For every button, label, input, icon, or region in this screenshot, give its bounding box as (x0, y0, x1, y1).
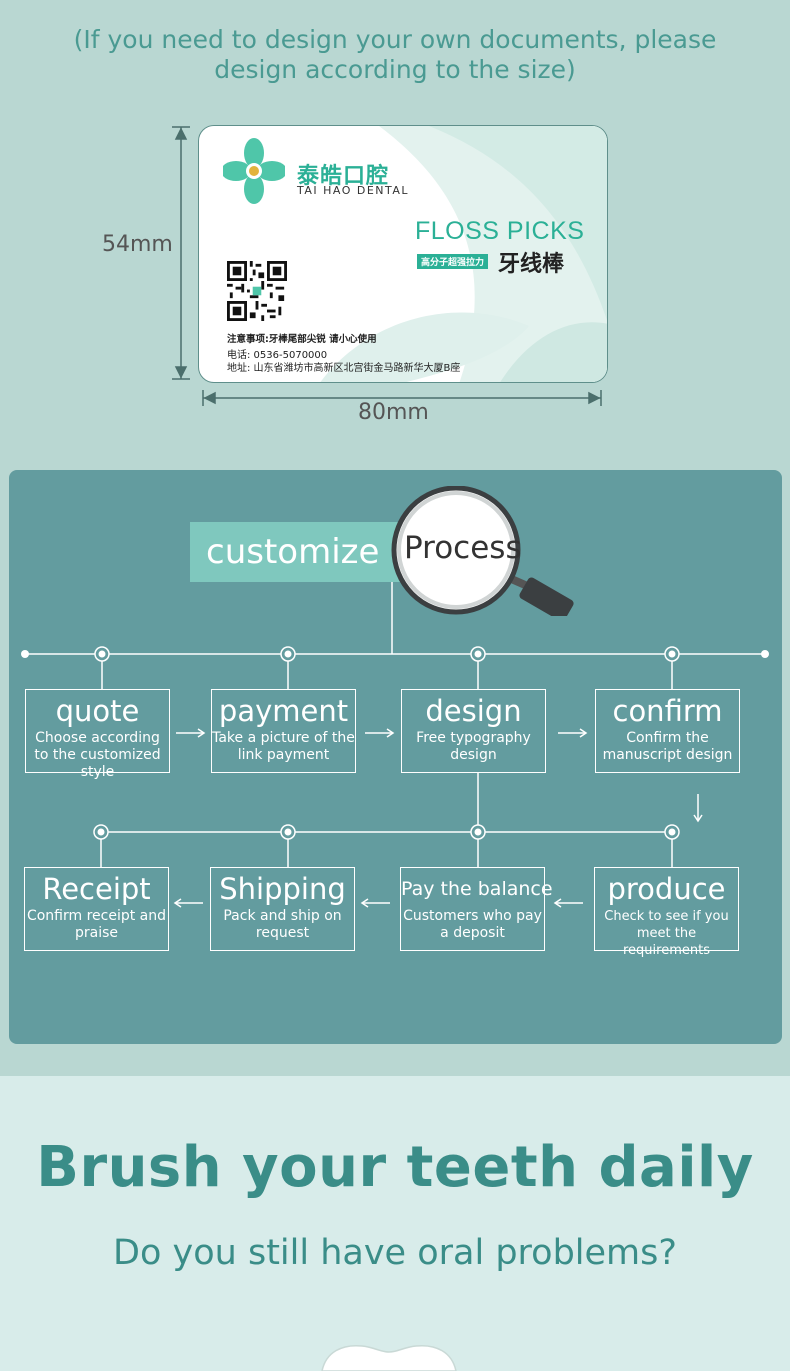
tooth-icon (321, 1344, 457, 1371)
card-size-section: (If you need to design your own document… (0, 0, 790, 470)
step-title: Receipt (42, 872, 151, 906)
dimension-lines (172, 126, 602, 406)
step-quote: quote Choose according to the customized… (25, 689, 170, 780)
size-note-line2: design according to the size) (214, 55, 576, 84)
oral-care-section (0, 1076, 790, 1371)
brand-name-en: TAI HAO DENTAL (297, 184, 410, 197)
step-description: Confirm the manuscript design (602, 730, 733, 763)
step-title: quote (55, 694, 140, 728)
step-confirm: confirm Confirm the manuscript design (595, 689, 740, 773)
size-note-line1: (If you need to design your own document… (73, 25, 717, 54)
card-width-label: 80mm (358, 400, 429, 425)
brand-clover-logo (223, 138, 285, 204)
brand-name-cn: 泰皓口腔 (297, 164, 390, 189)
step-title: design (425, 694, 522, 728)
step-title: payment (218, 694, 349, 728)
step-receipt: Receipt Confirm receipt and praise (24, 867, 169, 951)
magnifier-icon (391, 486, 574, 616)
card-height-label: 54mm (102, 232, 173, 257)
product-name-cn: 牙线棒 (498, 252, 565, 277)
card-address: 地址: 山东省潍坊市高新区北宫街金马路新华大厦B座 (227, 363, 461, 374)
step-description: Customers who pay a deposit (403, 908, 542, 941)
step-description: Check to see if you meet the requirement… (604, 909, 729, 958)
process-label: Process (404, 530, 522, 566)
headline: Brush your teeth daily (36, 1135, 754, 1200)
step-produce: produce Check to see if you meet the req… (594, 867, 739, 958)
step-title: Pay the balance (401, 878, 553, 900)
product-tag: 高分子超强拉力 (417, 254, 489, 269)
step-title: Shipping (219, 872, 346, 906)
step-design: design Free typography design (401, 689, 546, 773)
step-description: Confirm receipt and praise (26, 908, 167, 941)
step-payment: payment Take a picture of the link payme… (211, 689, 356, 773)
customize-label: customize (190, 522, 402, 582)
card-petal-background (320, 126, 607, 382)
product-name-en: FLOSS PICKS (415, 217, 585, 245)
step-description: Take a picture of the link payment (212, 730, 355, 763)
step-description: Pack and ship on request (223, 908, 342, 941)
step-pay-balance: Pay the balance Customers who pay a depo… (400, 867, 553, 951)
business-card: 泰皓口腔 TAI HAO DENTAL FLOSS PICKS 高分子超强拉力 … (198, 125, 608, 383)
qr-code (227, 261, 287, 321)
step-title: produce (607, 872, 726, 906)
step-shipping: Shipping Pack and ship on request (210, 867, 355, 951)
step-description: Choose according to the customized style (34, 730, 161, 780)
step-title: confirm (612, 694, 723, 728)
subheadline: Do you still have oral problems? (113, 1233, 677, 1273)
card-phone: 电话: 0536-5070000 (227, 350, 328, 361)
card-notice: 注意事项:牙棒尾部尖锐 请小心使用 (227, 334, 377, 345)
step-description: Free typography design (416, 730, 531, 763)
